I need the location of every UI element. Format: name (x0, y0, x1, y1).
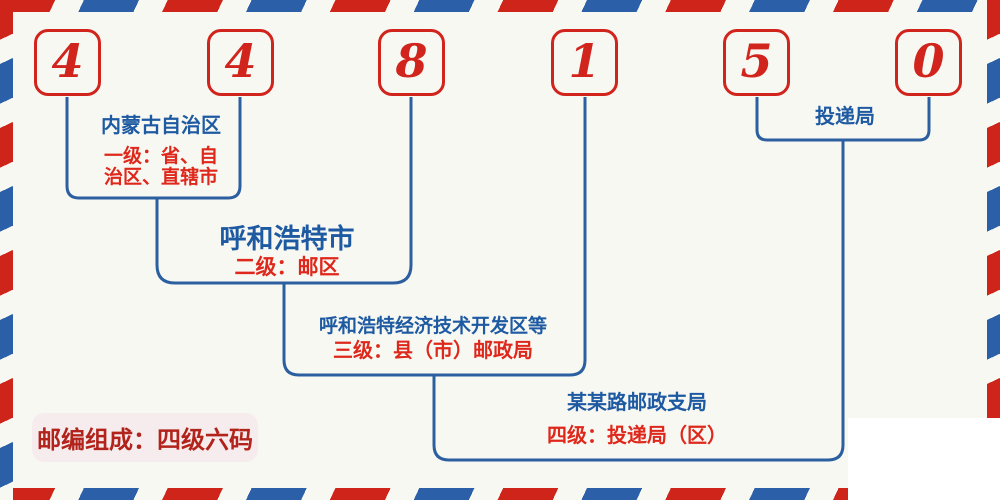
postal-digit-2: 4 (224, 34, 257, 88)
level3-region-name: 呼和浩特经济技术开发区等 (318, 316, 548, 337)
annotation-delivery-office: 投递局 (815, 106, 875, 128)
postal-digit-4: 1 (568, 34, 601, 88)
footer-note-text: 邮编组成：四级六码 (37, 427, 253, 454)
level1-region-name: 内蒙古自治区 (101, 115, 221, 137)
postal-digit-box-3: 8 (378, 29, 445, 96)
delivery-office-label: 投递局 (815, 106, 875, 128)
postal-digit-box-4: 1 (551, 29, 618, 96)
postal-digit-box-6: 0 (895, 29, 962, 96)
airmail-border-right (987, 0, 1000, 500)
airmail-border-bottom (0, 488, 1000, 500)
level1-description-line1: 一级：省、自 (103, 146, 218, 167)
postal-digit-box-2: 4 (207, 29, 274, 96)
postal-digit-5: 5 (740, 34, 773, 88)
level4-description: 四级：投递局（区） (547, 425, 727, 447)
postal-digit-3: 8 (395, 34, 428, 88)
postal-digit-box-5: 5 (723, 29, 790, 96)
white-corner-patch (848, 418, 1000, 500)
postal-digit-box-1: 4 (34, 29, 101, 96)
airmail-border-top (0, 0, 1000, 12)
footer-note-badge: 邮编组成：四级六码 (32, 413, 258, 462)
level4-region-name: 某某路邮政支局 (567, 392, 707, 414)
postal-digit-1: 4 (51, 34, 84, 88)
annotation-level4: 某某路邮政支局 四级：投递局（区） (547, 392, 727, 447)
annotation-level2: 呼和浩特市 二级：邮区 (220, 224, 355, 279)
airmail-border-left (0, 0, 13, 500)
level1-description-line2: 治区、直辖市 (103, 167, 218, 188)
level2-region-name: 呼和浩特市 (219, 224, 355, 254)
annotation-level1: 内蒙古自治区 一级：省、自 治区、直辖市 (101, 115, 221, 188)
level3-description: 三级：县（市）邮政局 (332, 340, 533, 362)
level2-description: 二级：邮区 (234, 256, 340, 279)
annotation-level3: 呼和浩特经济技术开发区等 三级：县（市）邮政局 (319, 316, 547, 362)
bracket-level4 (432, 140, 845, 462)
postal-digit-6: 0 (912, 34, 945, 88)
bracket-level1 (65, 97, 242, 200)
